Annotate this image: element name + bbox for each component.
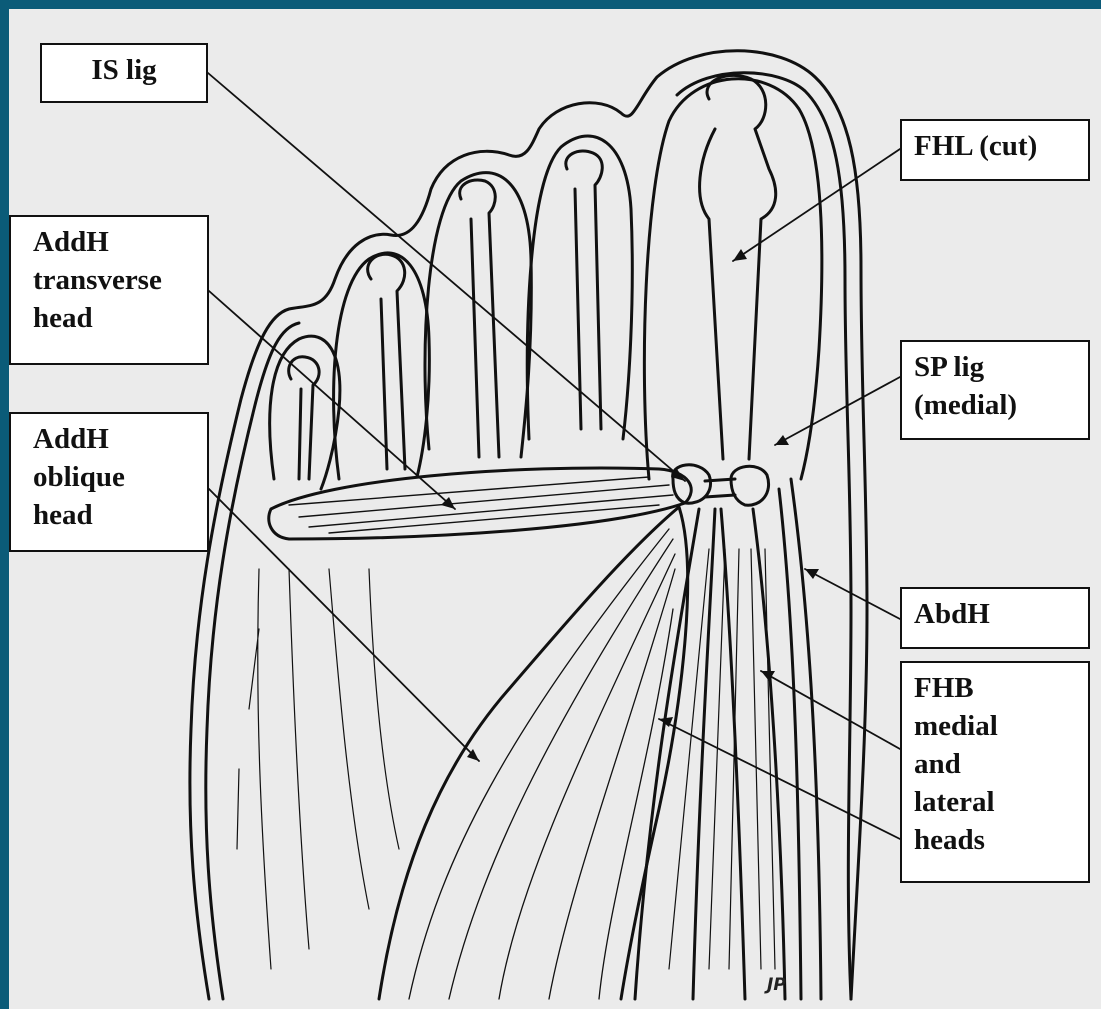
toe-4-outline [334,253,430,479]
leader-sp-lig [775,377,900,445]
toe-5-outline [270,336,340,489]
hallux-bones [700,75,776,459]
arrow-abdh [805,569,819,579]
sesamoid-medial [731,466,769,505]
label-fhl-cut: FHL (cut) [900,119,1090,181]
label-addh-oblique-head: AddH oblique head [9,412,209,552]
arrow-fhb-medial [761,671,775,681]
hallux-outline [644,79,821,479]
label-fhb-heads: FHB medial and lateral heads [900,661,1090,883]
leader-is-lig [208,73,685,481]
foot-outline [190,51,867,999]
leader-addh-oblique [209,489,479,761]
leader-fhb-medial [761,671,900,749]
illustration-frame: IS lig FHL (cut) AddH transverse head SP… [9,9,1101,1009]
fhb-fibers [669,549,775,969]
label-addh-transverse-head: AddH transverse head [9,215,209,365]
arrow-sp-lig [775,435,789,445]
toe-2-bones [566,151,602,429]
lateral-striations [237,569,399,969]
abdh-muscle [779,479,821,999]
arrow-fhl [733,249,747,261]
toe-3-bones [460,180,499,457]
label-sp-lig-medial: SP lig (medial) [900,340,1090,440]
label-abdh: AbdH [900,587,1090,649]
leader-addh-transverse [209,291,455,509]
artist-signature: JP [767,975,786,995]
addh-transverse-fibers [289,477,673,533]
label-is-lig: IS lig [40,43,208,103]
leader-abdh [805,569,900,619]
